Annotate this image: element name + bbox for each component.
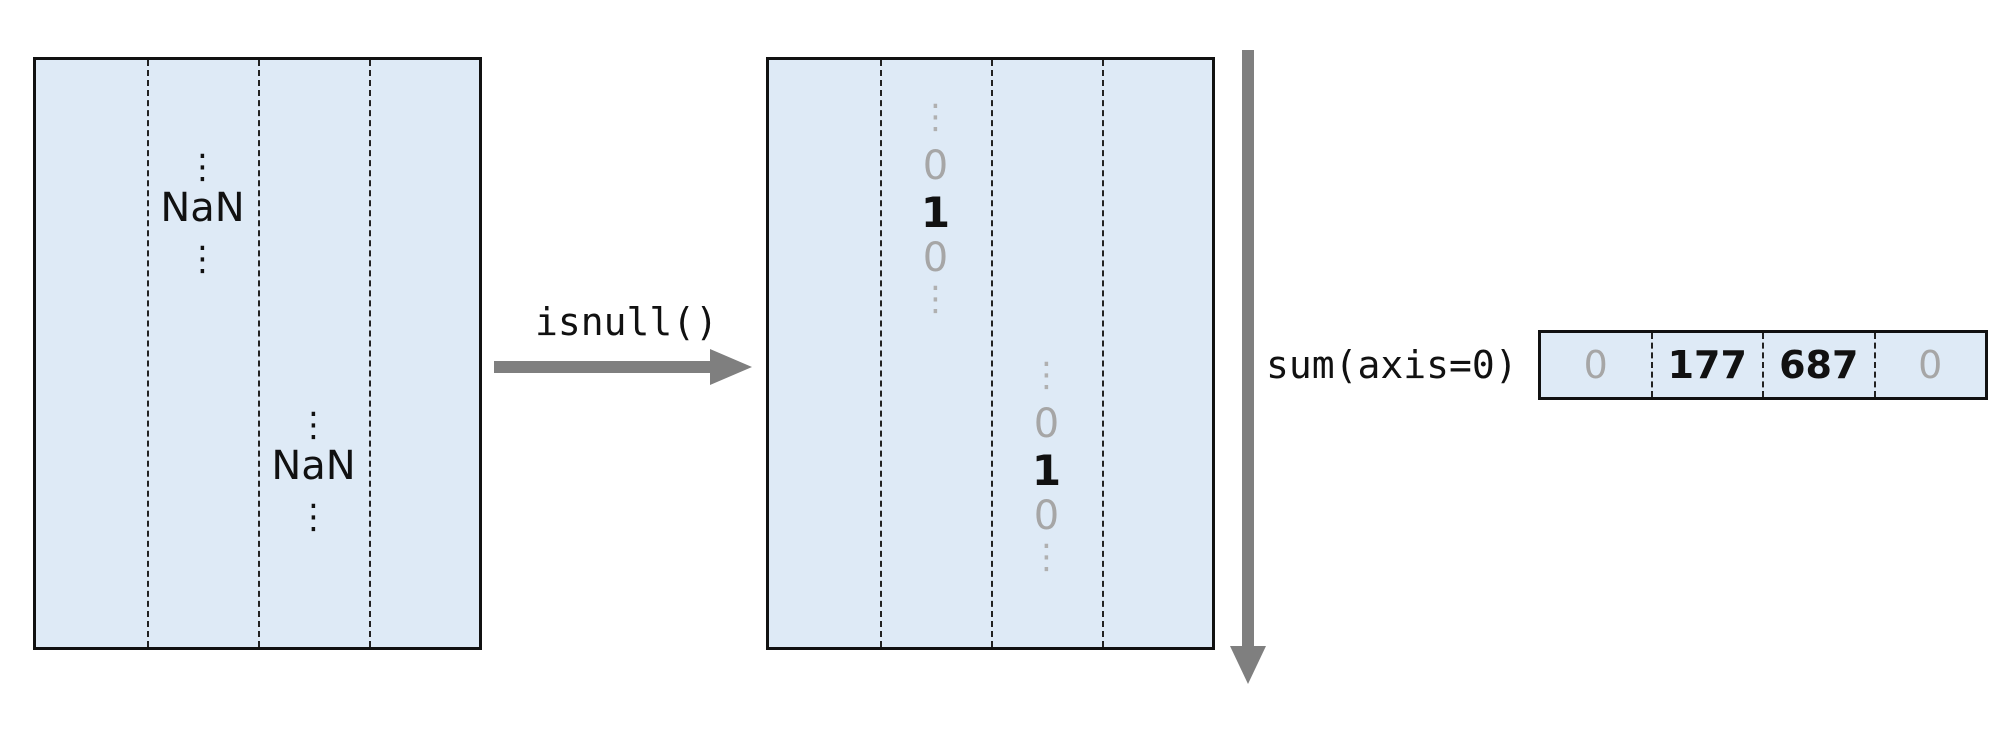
nan-value: NaN bbox=[271, 443, 356, 489]
left-table: ⋮ NaN ⋮ ⋮ NaN ⋮ bbox=[33, 57, 482, 650]
column-divider bbox=[880, 60, 882, 647]
ellipsis-icon: ⋮ bbox=[1029, 355, 1064, 395]
zero-value: 0 bbox=[1033, 493, 1060, 539]
ellipsis-icon: ⋮ bbox=[918, 97, 953, 137]
isnull-table: ⋮ 0 1 0 ⋮ ⋮ 0 1 0 ⋮ bbox=[766, 57, 1215, 650]
ellipsis-icon: ⋮ bbox=[296, 497, 331, 537]
ellipsis-icon: ⋮ bbox=[185, 239, 220, 279]
ellipsis-icon: ⋮ bbox=[918, 279, 953, 319]
ellipsis-icon: ⋮ bbox=[185, 147, 220, 187]
one-value: 1 bbox=[920, 188, 951, 237]
down-arrow-icon bbox=[1230, 50, 1266, 684]
one-value: 1 bbox=[1031, 446, 1062, 495]
nan-value: NaN bbox=[160, 185, 245, 231]
ellipsis-icon: ⋮ bbox=[1029, 537, 1064, 577]
result-cell: 687 bbox=[1762, 333, 1874, 397]
zero-value: 0 bbox=[922, 143, 949, 189]
result-cell: 0 bbox=[1873, 333, 1986, 397]
sum-label: sum(axis=0) bbox=[1266, 343, 1518, 387]
result-cell: 0 bbox=[1583, 343, 1608, 387]
column-divider bbox=[991, 60, 993, 647]
zero-value: 0 bbox=[1033, 401, 1060, 447]
right-arrow-icon bbox=[494, 349, 752, 385]
result-row: 0 177 687 0 bbox=[1538, 330, 1988, 400]
zero-value: 0 bbox=[922, 235, 949, 281]
column-divider bbox=[258, 60, 260, 647]
column-divider bbox=[369, 60, 371, 647]
column-divider bbox=[1102, 60, 1104, 647]
result-cell: 177 bbox=[1650, 333, 1763, 397]
column-divider bbox=[147, 60, 149, 647]
ellipsis-icon: ⋮ bbox=[296, 405, 331, 445]
isnull-label: isnull() bbox=[535, 300, 719, 344]
